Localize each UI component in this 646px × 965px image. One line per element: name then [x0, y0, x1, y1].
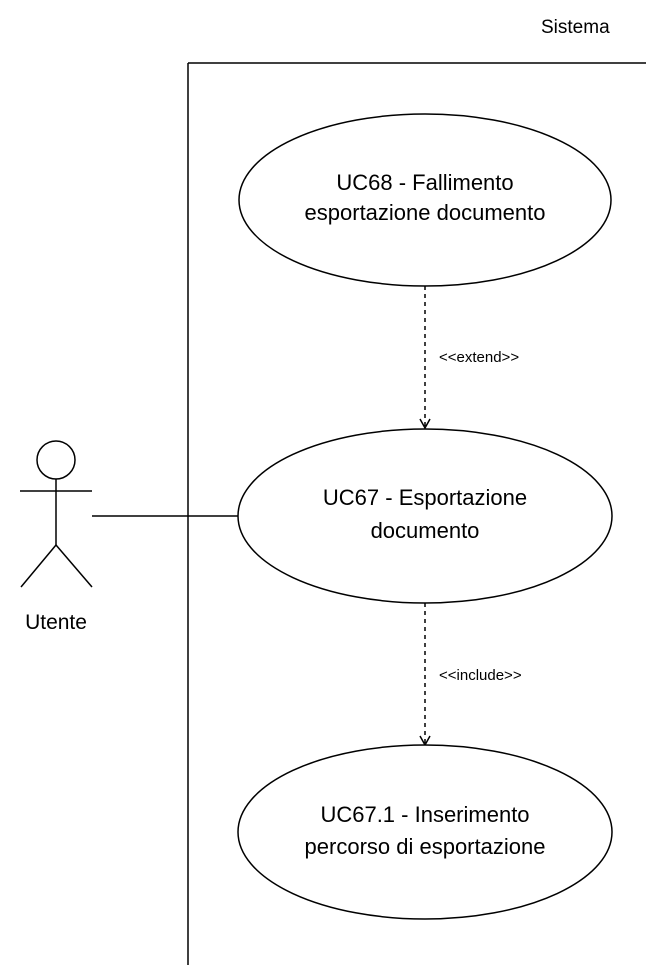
uc67-title-line1: UC67 - Esportazione	[323, 485, 527, 510]
uc67-1-title-line2: percorso di esportazione	[305, 834, 546, 859]
actor-right-leg	[55, 544, 93, 588]
system-boundary	[187, 62, 646, 965]
uc68-title-line1: UC68 - Fallimento	[336, 170, 513, 195]
uc67-title-line2: documento	[371, 518, 480, 543]
extend-label: <<extend>>	[439, 349, 519, 366]
actor-label: Utente	[25, 611, 87, 634]
use-case-uc67[interactable]: UC67 - Esportazione documento	[237, 428, 613, 604]
use-case-uc68[interactable]: UC68 - Fallimento esportazione documento	[238, 113, 612, 287]
uc67-1-title-line1: UC67.1 - Inserimento	[320, 802, 529, 827]
uc68-title-line2: esportazione documento	[305, 200, 546, 225]
actor-utente[interactable]	[20, 440, 93, 588]
use-case-uc67-1[interactable]: UC67.1 - Inserimento percorso di esporta…	[237, 744, 613, 920]
include-label: <<include>>	[439, 667, 522, 684]
actor-left-leg	[20, 544, 57, 588]
system-title: Sistema	[541, 17, 610, 38]
actor-head	[36, 440, 76, 480]
